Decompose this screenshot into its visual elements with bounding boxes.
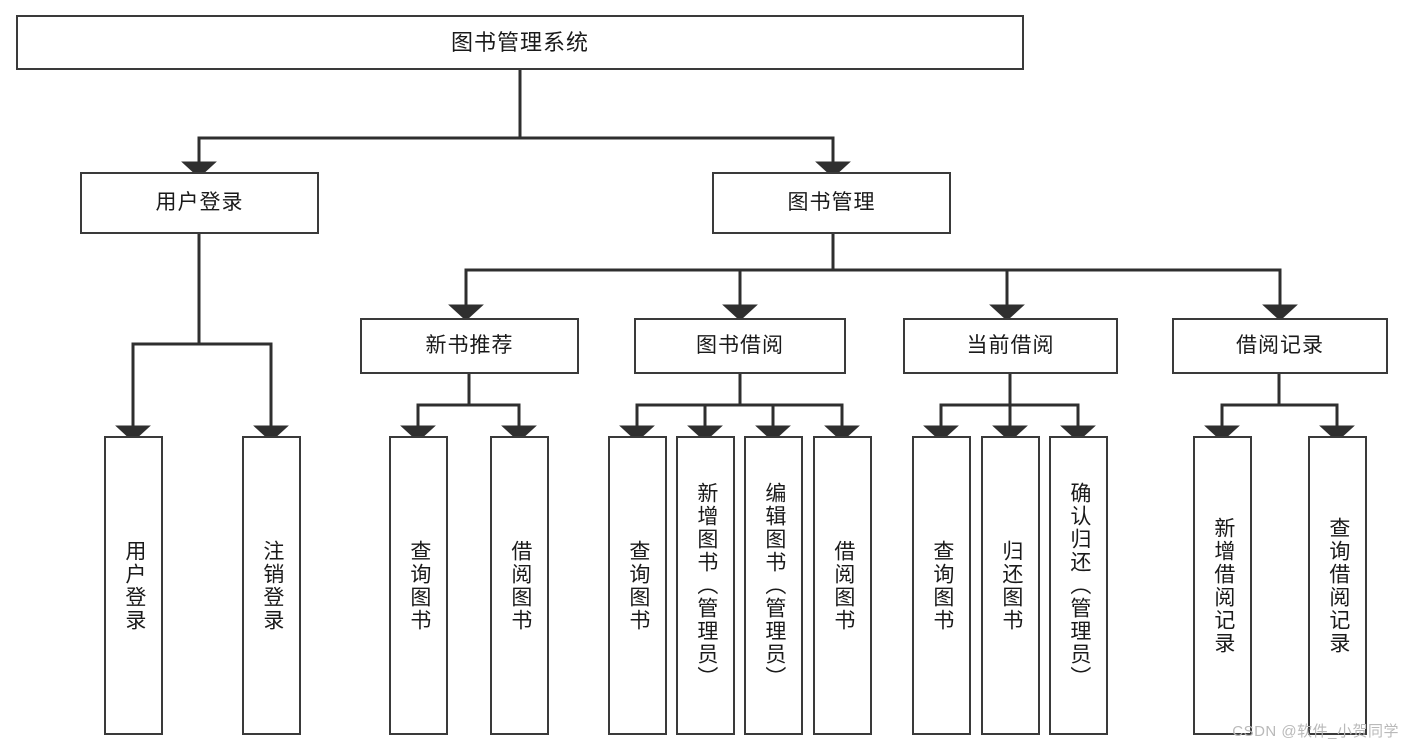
node-label: 查询借阅记录 [1326,516,1350,655]
node-current-borrow[interactable]: 当前借阅 [903,318,1118,374]
node-label: 借阅图书 [508,539,532,632]
leaf-add-book-admin[interactable]: 新增图书（管理员） [676,436,735,735]
leaf-borrow-book-recommend[interactable]: 借阅图书 [490,436,549,735]
watermark: CSDN @软件_小贺同学 [1232,723,1399,740]
node-label: 用户登录 [155,190,244,214]
node-book-borrow[interactable]: 图书借阅 [634,318,846,374]
node-new-book-recommend[interactable]: 新书推荐 [360,318,579,374]
node-label: 新增图书（管理员） [694,482,718,689]
node-label: 图书管理系统 [450,29,589,55]
node-label: 注销登录 [260,539,284,632]
node-borrow-record[interactable]: 借阅记录 [1172,318,1388,374]
leaf-query-borrow-record[interactable]: 查询借阅记录 [1308,436,1367,735]
node-label: 新书推荐 [425,333,514,357]
node-label: 查询图书 [407,539,431,632]
leaf-query-book-borrow[interactable]: 查询图书 [608,436,667,735]
node-book-management[interactable]: 图书管理 [712,172,951,234]
leaf-edit-book-admin[interactable]: 编辑图书（管理员） [744,436,803,735]
node-label: 查询图书 [930,539,954,632]
node-label: 当前借阅 [966,333,1055,357]
node-label: 编辑图书（管理员） [762,482,786,689]
leaf-borrow-book[interactable]: 借阅图书 [813,436,872,735]
leaf-add-borrow-record[interactable]: 新增借阅记录 [1193,436,1252,735]
leaf-query-book-current[interactable]: 查询图书 [912,436,971,735]
node-label: 用户登录 [122,539,146,632]
node-label: 归还图书 [999,539,1023,632]
node-label: 确认归还（管理员） [1067,482,1091,689]
leaf-logout[interactable]: 注销登录 [242,436,301,735]
node-label: 新增借阅记录 [1211,516,1235,655]
leaf-query-book-recommend[interactable]: 查询图书 [389,436,448,735]
node-root-system[interactable]: 图书管理系统 [16,15,1024,70]
leaf-user-login[interactable]: 用户登录 [104,436,163,735]
leaf-confirm-return-admin[interactable]: 确认归还（管理员） [1049,436,1108,735]
node-label: 查询图书 [626,539,650,632]
node-user-login[interactable]: 用户登录 [80,172,319,234]
node-label: 图书借阅 [696,333,784,357]
node-label: 图书管理 [787,190,876,214]
node-label: 借阅记录 [1236,333,1324,357]
leaf-return-book[interactable]: 归还图书 [981,436,1040,735]
node-label: 借阅图书 [831,539,855,632]
